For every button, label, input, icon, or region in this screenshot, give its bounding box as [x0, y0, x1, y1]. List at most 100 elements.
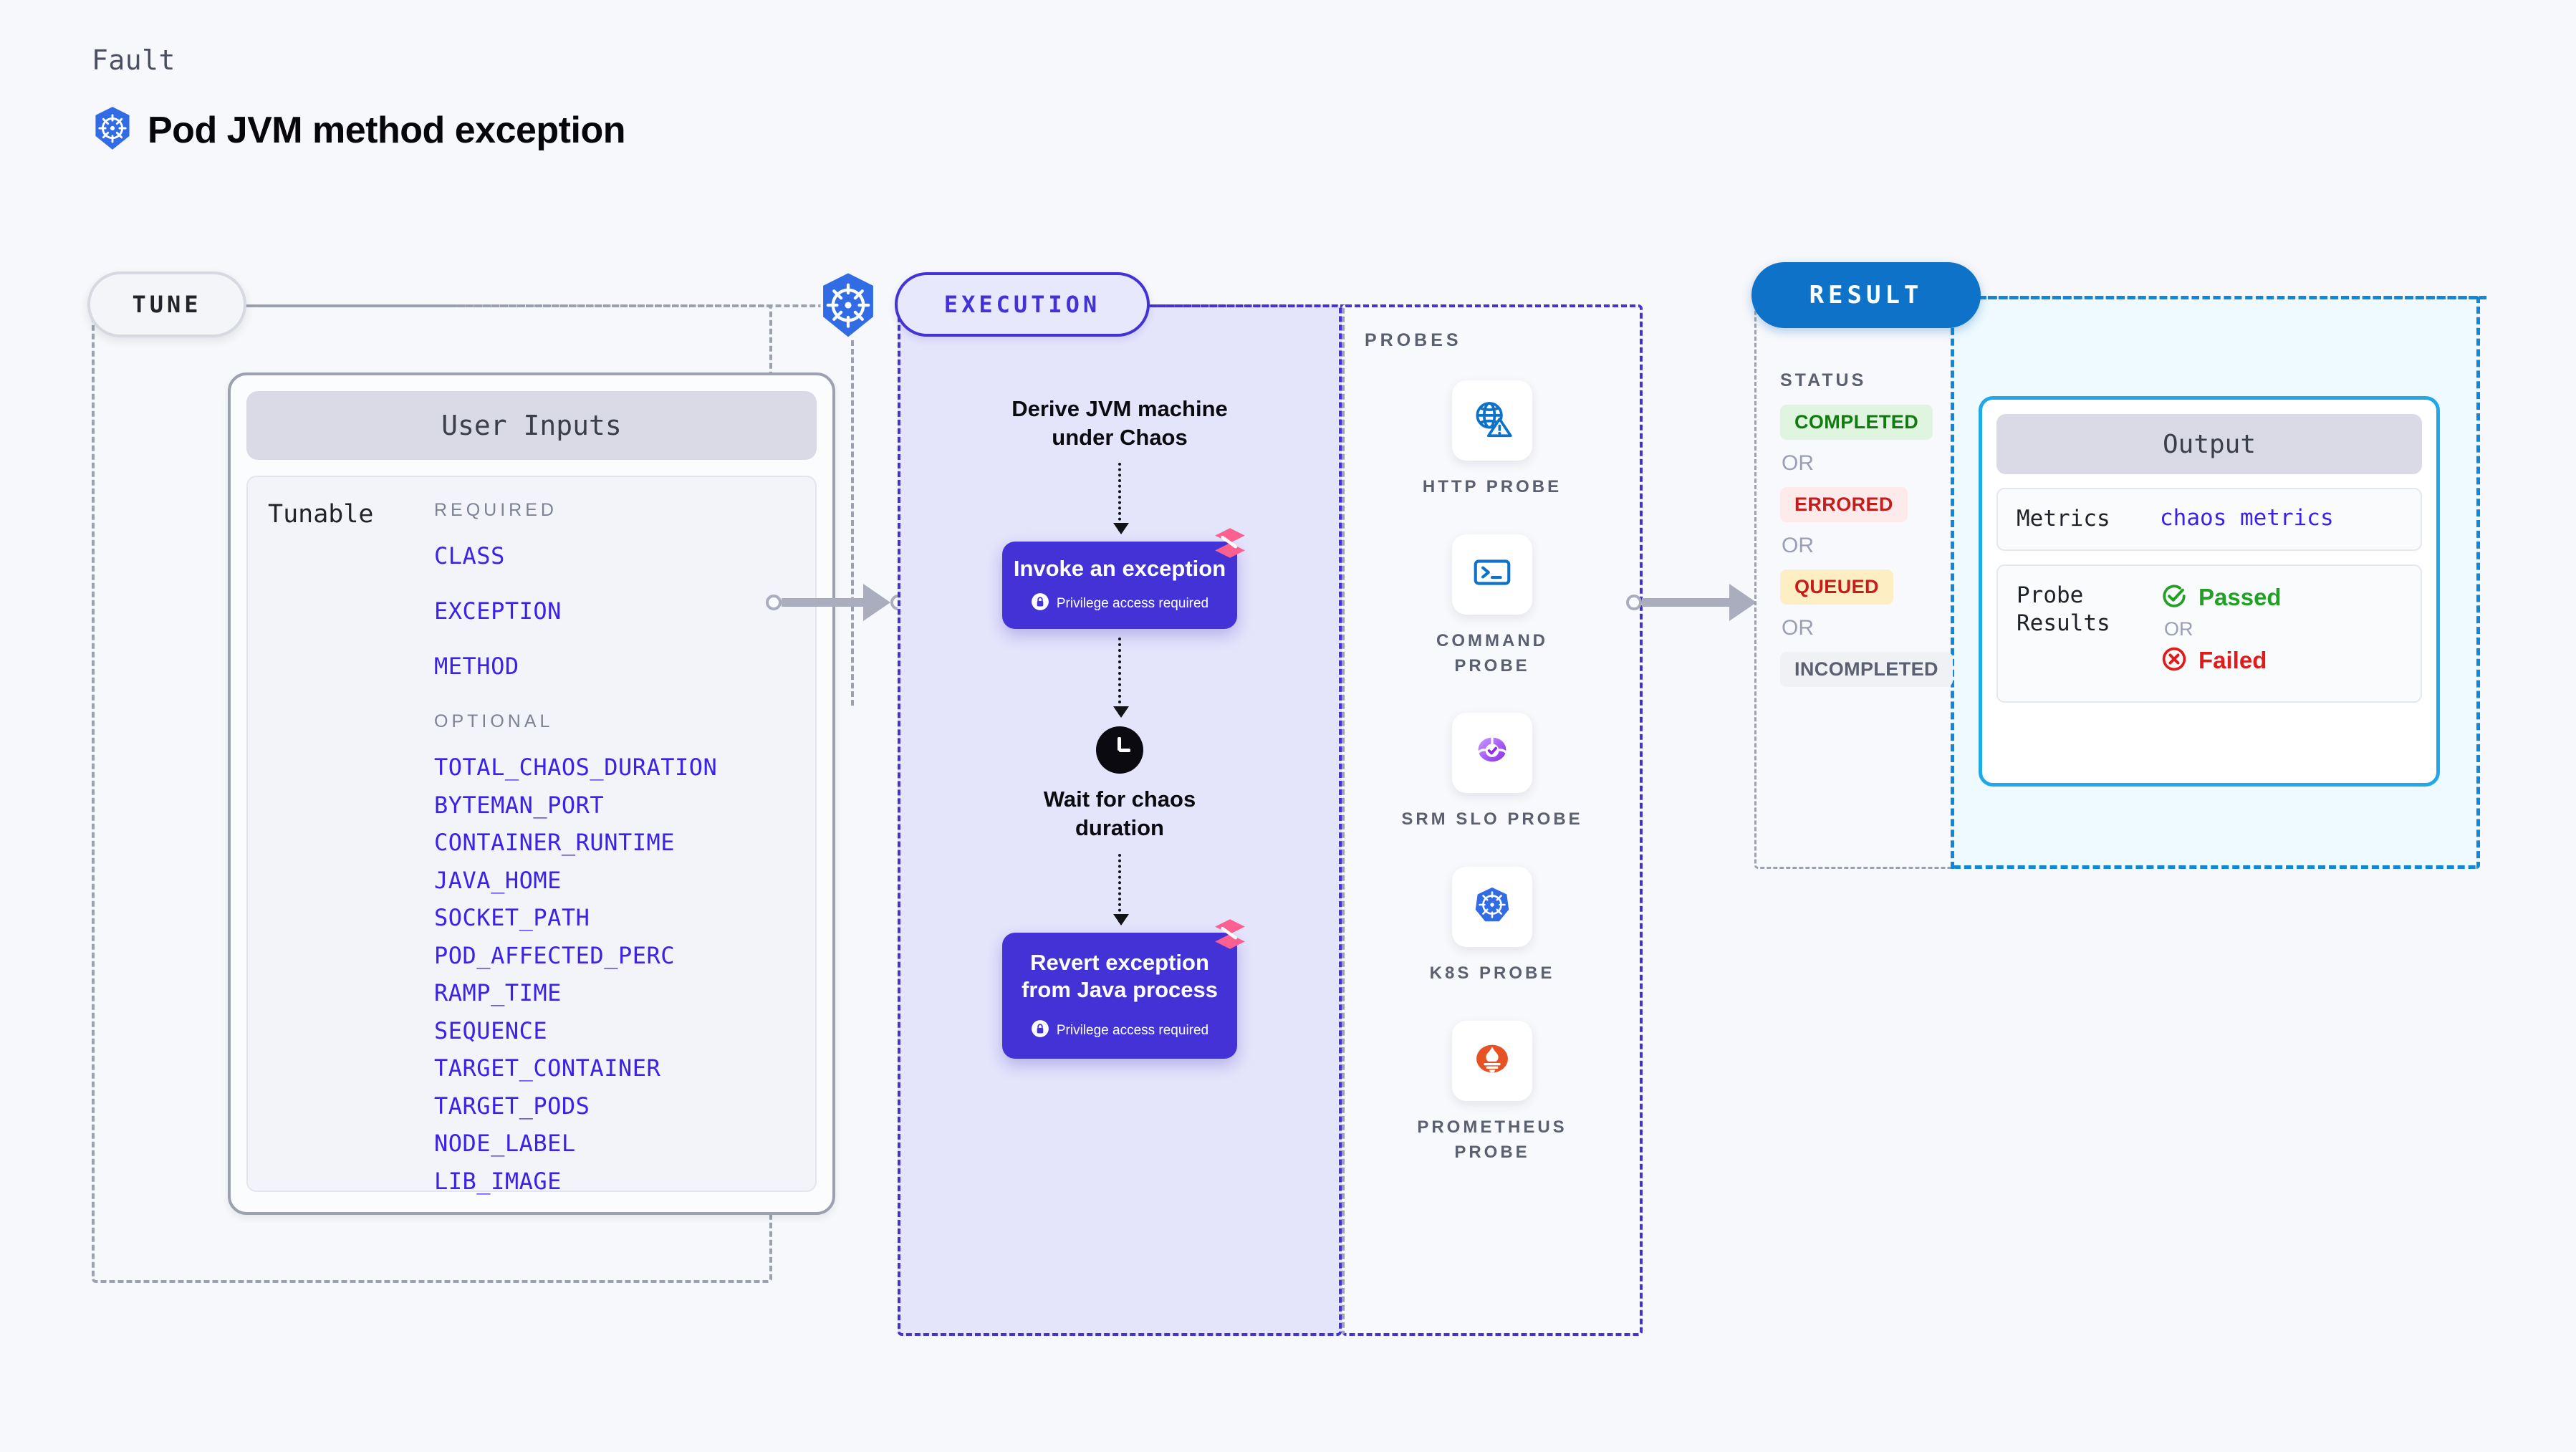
- page-header: Fault Pod JVM method exception: [92, 44, 625, 154]
- globe-warning-icon: [1470, 397, 1514, 445]
- tune-top-dash: [246, 304, 841, 307]
- status-title: STATUS: [1780, 370, 1867, 390]
- page-title: Pod JVM method exception: [148, 109, 625, 151]
- connector-probes-to-result: [1626, 584, 1772, 621]
- probe-result-passed-label: Passed: [2198, 584, 2282, 611]
- param-item[interactable]: TARGET_CONTAINER: [434, 1054, 661, 1082]
- connector-tune-to-execution: [766, 584, 906, 621]
- privilege-note: Privilege access required: [1031, 1019, 1208, 1042]
- execution-step-text: Derive JVM machine under Chaos: [1011, 396, 1228, 450]
- probes-title: PROBES: [1365, 330, 1462, 350]
- clock-icon: [1096, 726, 1143, 774]
- probes-lane: PROBES: [1342, 304, 1643, 1336]
- execution-step-box-revert[interactable]: Revert exception from Java process Privi…: [1002, 918, 1245, 1059]
- flow-arrow-3: [1113, 853, 1129, 925]
- param-item[interactable]: METHOD: [434, 653, 519, 680]
- probe-label: SRM SLO PROBE: [1401, 809, 1583, 830]
- probe-item-prometheus[interactable]: PROMETHEUS PROBE: [1399, 1020, 1585, 1165]
- status-badge: INCOMPLETED: [1780, 652, 1953, 687]
- kubernetes-drop-line: [851, 340, 854, 706]
- kubernetes-icon: [92, 106, 133, 154]
- probes-lane-border: [1342, 304, 1643, 1336]
- status-badge: ERRORED: [1780, 487, 1908, 522]
- param-item[interactable]: TOTAL_CHAOS_DURATION: [434, 754, 718, 781]
- param-item[interactable]: NODE_LABEL: [434, 1130, 576, 1157]
- param-item[interactable]: SEQUENCE: [434, 1016, 548, 1044]
- required-group-label: REQUIRED: [434, 500, 557, 520]
- probe-tile: [1452, 1020, 1532, 1101]
- param-item[interactable]: TARGET_PODS: [434, 1092, 590, 1120]
- param-item[interactable]: CLASS: [434, 542, 505, 569]
- status-badge: COMPLETED: [1780, 405, 1933, 440]
- param-item[interactable]: RAMP_TIME: [434, 979, 562, 1006]
- x-circle-icon: [2160, 645, 2188, 677]
- output-row-probe-results: Probe Results Passed OR: [1996, 564, 2422, 703]
- connector-bar: [782, 598, 863, 607]
- output-title: Output: [1996, 414, 2422, 474]
- execution-step-label: Invoke an exception: [1013, 556, 1226, 582]
- flow-arrow-2: [1113, 638, 1129, 718]
- connector-start-dot: [1626, 595, 1642, 610]
- privilege-note-text: Privilege access required: [1056, 596, 1209, 612]
- optional-group-label: OPTIONAL: [434, 711, 554, 731]
- execution-step-text-wait: Wait for chaos duration: [1043, 787, 1196, 841]
- arrow-right-icon: [1729, 584, 1756, 621]
- probe-result-passed: Passed: [2160, 582, 2282, 614]
- connector-bar: [1642, 598, 1729, 607]
- tune-pill[interactable]: TUNE: [87, 271, 246, 337]
- probe-label: HTTP PROBE: [1422, 477, 1562, 496]
- user-inputs-card: User Inputs Tunable REQUIRED CLASS EXCEP…: [228, 372, 835, 1215]
- or-separator: OR: [1782, 451, 1814, 475]
- output-row-key: Probe Results: [2017, 582, 2110, 637]
- result-pill[interactable]: RESULT: [1751, 262, 1981, 328]
- privilege-note: Privilege access required: [1031, 592, 1208, 615]
- title-row: Pod JVM method exception: [92, 106, 625, 154]
- lock-icon: [1031, 592, 1049, 615]
- probe-item-srm-slo[interactable]: SRM SLO PROBE: [1399, 713, 1585, 832]
- execution-step-box-invoke[interactable]: Invoke an exception Privilege access req…: [1002, 528, 1245, 630]
- flow-arrow-1: [1113, 463, 1129, 535]
- param-item[interactable]: CONTAINER_RUNTIME: [434, 829, 676, 856]
- connector-start-dot: [766, 595, 782, 610]
- probes-list: HTTP PROBE COMMAND PROBE: [1342, 380, 1643, 1165]
- lock-icon: [1031, 1019, 1049, 1042]
- or-separator: OR: [1782, 616, 1814, 640]
- param-item[interactable]: BYTEMAN_PORT: [434, 791, 605, 819]
- probe-label: COMMAND PROBE: [1436, 630, 1548, 675]
- tune-lane: TUNE User Inputs Tunable REQUIRED: [87, 270, 876, 1283]
- user-inputs-title: User Inputs: [246, 391, 817, 460]
- execution-pill[interactable]: EXECUTION: [895, 272, 1150, 337]
- kubernetes-icon: [815, 270, 881, 343]
- param-item[interactable]: LIB_IMAGE: [434, 1167, 562, 1195]
- probe-item-command[interactable]: COMMAND PROBE: [1399, 534, 1585, 679]
- probe-label: K8S PROBE: [1429, 963, 1555, 984]
- probe-tile: [1452, 380, 1532, 461]
- param-item[interactable]: EXCEPTION: [434, 597, 562, 625]
- status-list: COMPLETED OR ERRORED OR QUEUED OR INCOMP…: [1780, 405, 1953, 687]
- output-row-metrics: Metrics chaos metrics: [1996, 488, 2422, 551]
- param-item[interactable]: SOCKET_PATH: [434, 904, 590, 931]
- output-metrics-value[interactable]: chaos metrics: [2160, 505, 2334, 531]
- param-item[interactable]: JAVA_HOME: [434, 866, 562, 894]
- required-params-list: CLASS EXCEPTION METHOD: [434, 542, 802, 680]
- param-item[interactable]: POD_AFFECTED_PERC: [434, 941, 676, 969]
- probe-result-failed: Failed: [2160, 645, 2282, 677]
- kubernetes-icon: [1470, 883, 1514, 931]
- probe-result-failed-label: Failed: [2198, 647, 2267, 674]
- optional-params-list: TOTAL_CHAOS_DURATION BYTEMAN_PORT CONTAI…: [434, 754, 802, 1195]
- harness-icon: [1211, 524, 1249, 565]
- probe-item-k8s[interactable]: K8S PROBE: [1399, 867, 1585, 986]
- probe-results-values: Passed OR Failed: [2160, 582, 2282, 677]
- slo-gauge-icon: [1470, 729, 1514, 777]
- harness-icon: [1211, 915, 1249, 956]
- probe-item-http[interactable]: HTTP PROBE: [1399, 380, 1585, 500]
- output-row-key: Metrics: [2017, 506, 2110, 532]
- eyebrow-label: Fault: [92, 44, 176, 76]
- tunable-label: Tunable: [268, 500, 374, 529]
- result-top-dash: [1979, 296, 2486, 299]
- output-card: Output Metrics chaos metrics Probe Resul…: [1979, 396, 2440, 787]
- execution-lane: EXECUTION Derive JVM machine under Chaos…: [895, 272, 1346, 1336]
- prometheus-icon: [1470, 1037, 1514, 1085]
- tunable-section: Tunable REQUIRED CLASS EXCEPTION METHOD …: [246, 476, 817, 1195]
- probe-tile: [1452, 713, 1532, 794]
